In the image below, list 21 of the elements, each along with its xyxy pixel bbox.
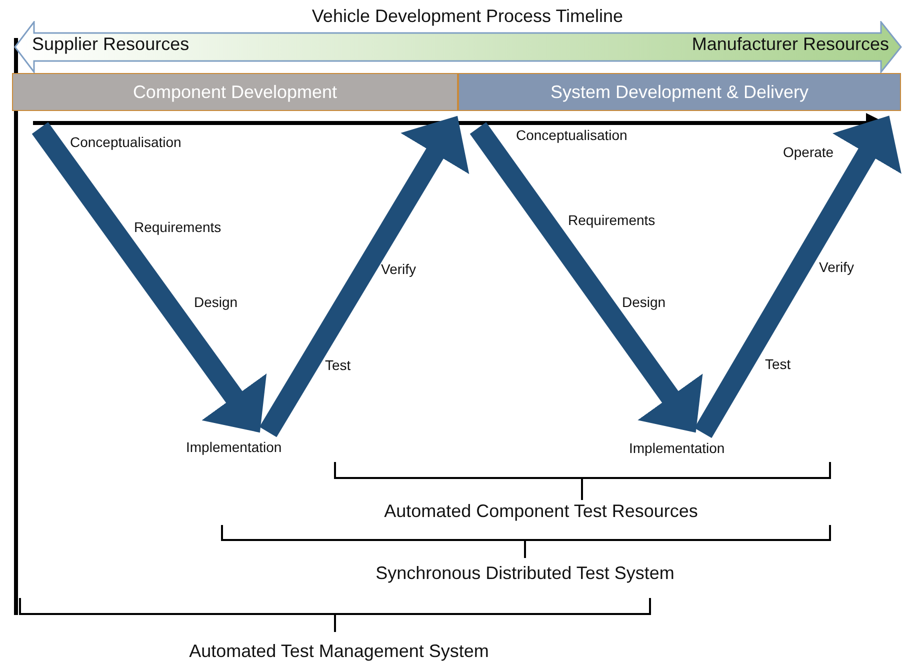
stage-label: Requirements xyxy=(568,212,656,228)
stage-label: Verify xyxy=(381,261,416,277)
stage-label: Implementation xyxy=(629,440,725,456)
stage-label: Design xyxy=(194,294,238,310)
diagram-title: Vehicle Development Process Timeline xyxy=(310,6,624,27)
band-label: Manufacturer Resources xyxy=(692,34,889,55)
bracket-label: Synchronous Distributed Test System xyxy=(376,563,674,584)
band-label: Supplier Resources xyxy=(32,34,190,55)
bracket-label: Automated Component Test Resources xyxy=(384,501,698,522)
stage-label: Test xyxy=(325,357,351,373)
stage-label: Requirements xyxy=(134,219,222,235)
stage-label: Design xyxy=(622,294,666,310)
stage-label: Operate xyxy=(783,144,834,160)
stage-label: Conceptualisation xyxy=(516,127,628,143)
stage-label: Conceptualisation xyxy=(70,134,182,150)
stage-label: Verify xyxy=(819,259,854,275)
phase-header: System Development & Delivery xyxy=(458,73,901,111)
bracket-label: Automated Test Management System xyxy=(189,641,489,662)
stage-label: Test xyxy=(765,356,791,372)
phase-header: Component Development xyxy=(12,73,458,111)
stage-label: Implementation xyxy=(186,439,282,455)
